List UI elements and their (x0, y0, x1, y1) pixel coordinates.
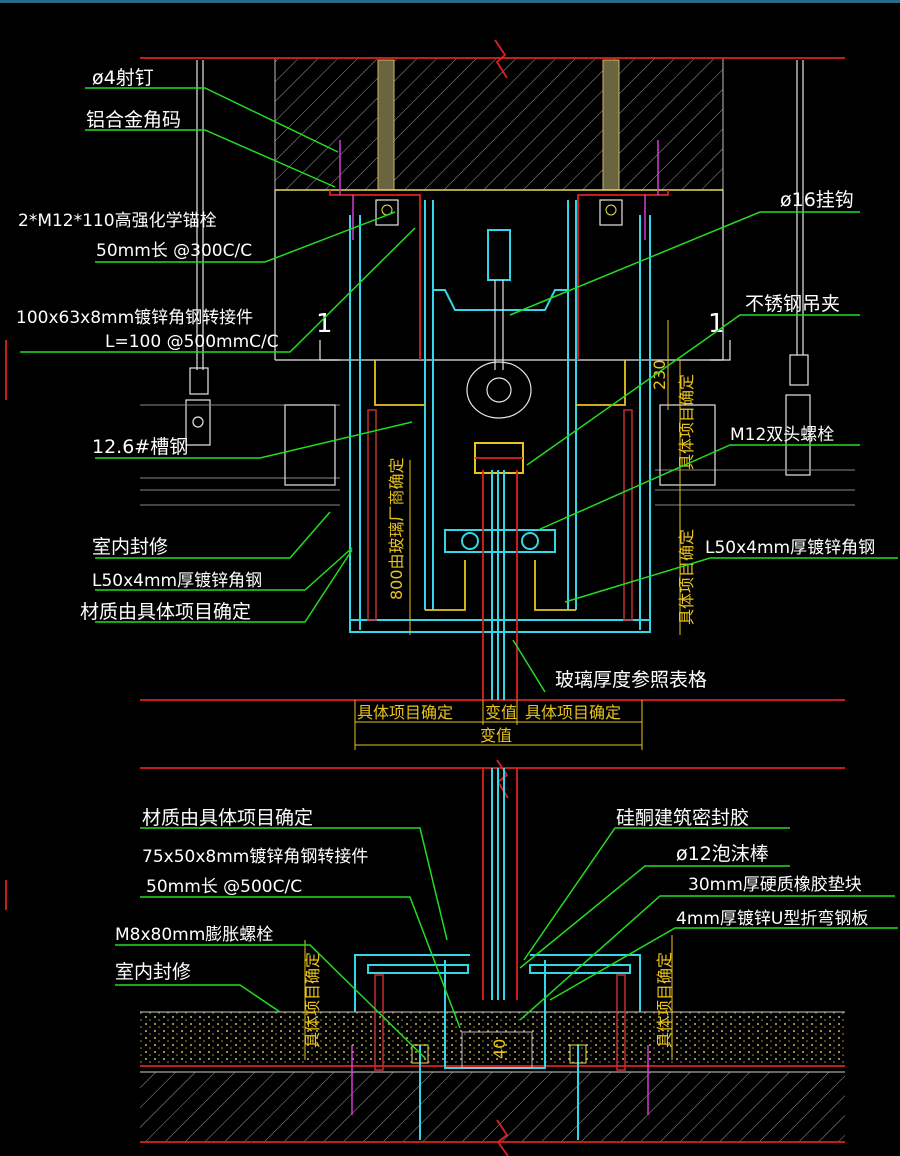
top-concrete-slab (140, 39, 845, 361)
label-hook: ø16挂钩 (780, 189, 854, 211)
dim-bottom-left: 具体项目确定 (303, 952, 322, 1048)
glass-hanging-assembly (444, 229, 556, 553)
label-l50-angle-right: L50x4mm厚镀锌角钢 (705, 538, 875, 558)
label-expansion-bolt: M8x80mm膨胀螺栓 (115, 925, 273, 945)
label-connector-spacing-bottom: 50mm长 @500C/C (146, 877, 302, 897)
section-mark-left: 1 (316, 309, 333, 339)
label-anchor-spacing: 50mm长 @300C/C (96, 241, 252, 261)
label-75x50-connector: 75x50x8mm镀锌角钢转接件 (142, 847, 368, 867)
annotation-leaders (20, 87, 898, 1059)
label-shot-nail: ø4射钉 (92, 67, 154, 89)
label-stainless-clamp: 不锈钢吊夹 (745, 293, 840, 315)
label-channel-steel: 12.6#槽钢 (92, 436, 188, 458)
dim-40: 40 (490, 1039, 509, 1059)
label-material-bottom: 材质由具体项目确定 (142, 807, 313, 829)
label-angle-connector: 100x63x8mm镀锌角钢转接件 (16, 308, 253, 328)
label-l50-angle-left: L50x4mm厚镀锌角钢 (92, 571, 262, 591)
section-mark-right: 1 (708, 309, 725, 339)
label-rubber-pad: 30mm厚硬质橡胶垫块 (688, 875, 862, 895)
labels-right-bottom: 硅酮建筑密封胶 ø12泡沫棒 30mm厚硬质橡胶垫块 4mm厚镀锌U型折弯钢板 (616, 807, 868, 929)
dim-total: 变值 (480, 726, 512, 745)
label-silicone-sealant: 硅酮建筑密封胶 (616, 807, 749, 829)
label-glass-thickness: 玻璃厚度参照表格 (555, 669, 707, 691)
section-marks: 1 1 (316, 309, 731, 361)
labels-left-top: ø4射钉 铝合金角码 2*M12*110高强化学锚栓 50mm长 @300C/C… (16, 67, 279, 623)
label-connector-spacing: L=100 @500mmC/C (105, 332, 279, 352)
bottom-steel-frame: 40 具体项目确定 具体项目确定 (303, 935, 674, 1140)
dim-right-1: 具体项目确定 (677, 374, 696, 470)
label-u-steel-plate: 4mm厚镀锌U型折弯钢板 (676, 909, 868, 929)
dim-row-right: 具体项目确定 (525, 703, 621, 722)
dim-right-2: 具体项目确定 (677, 529, 696, 625)
label-interior-finish-bottom: 室内封修 (115, 961, 191, 983)
labels-left-bottom: 材质由具体项目确定 75x50x8mm镀锌角钢转接件 50mm长 @500C/C… (115, 807, 368, 983)
label-material-left: 材质由具体项目确定 (80, 601, 251, 623)
label-stud-bolt: M12双头螺栓 (730, 425, 834, 445)
label-chemical-anchor: 2*M12*110高强化学锚栓 (18, 211, 217, 231)
glass-pane (482, 470, 518, 1000)
dim-row-center: 变值 (485, 703, 517, 722)
label-interior-finish: 室内封修 (92, 536, 168, 558)
label-foam-rod: ø12泡沫棒 (676, 843, 769, 865)
bottom-floor (140, 1011, 845, 1156)
labels-right-top: ø16挂钩 不锈钢吊夹 M12双头螺栓 L50x4mm厚镀锌角钢 玻璃厚度参照表… (555, 189, 875, 691)
top-steel-frame (329, 140, 669, 633)
dim-bottom-right: 具体项目确定 (655, 952, 674, 1048)
window-top-edge (0, 0, 900, 3)
side-hanging-rods (185, 60, 811, 476)
dim-230: 230 (650, 359, 669, 390)
dim-row-left: 具体项目确定 (357, 703, 453, 722)
dim-vertical-center: 800由玻璃厂商确定 (387, 457, 406, 600)
label-aluminum-angle: 铝合金角码 (86, 109, 181, 131)
top-dimensions: 800由玻璃厂商确定 230 具体项目确定 具体项目确定 具体项目确定 变值 具… (354, 320, 696, 750)
